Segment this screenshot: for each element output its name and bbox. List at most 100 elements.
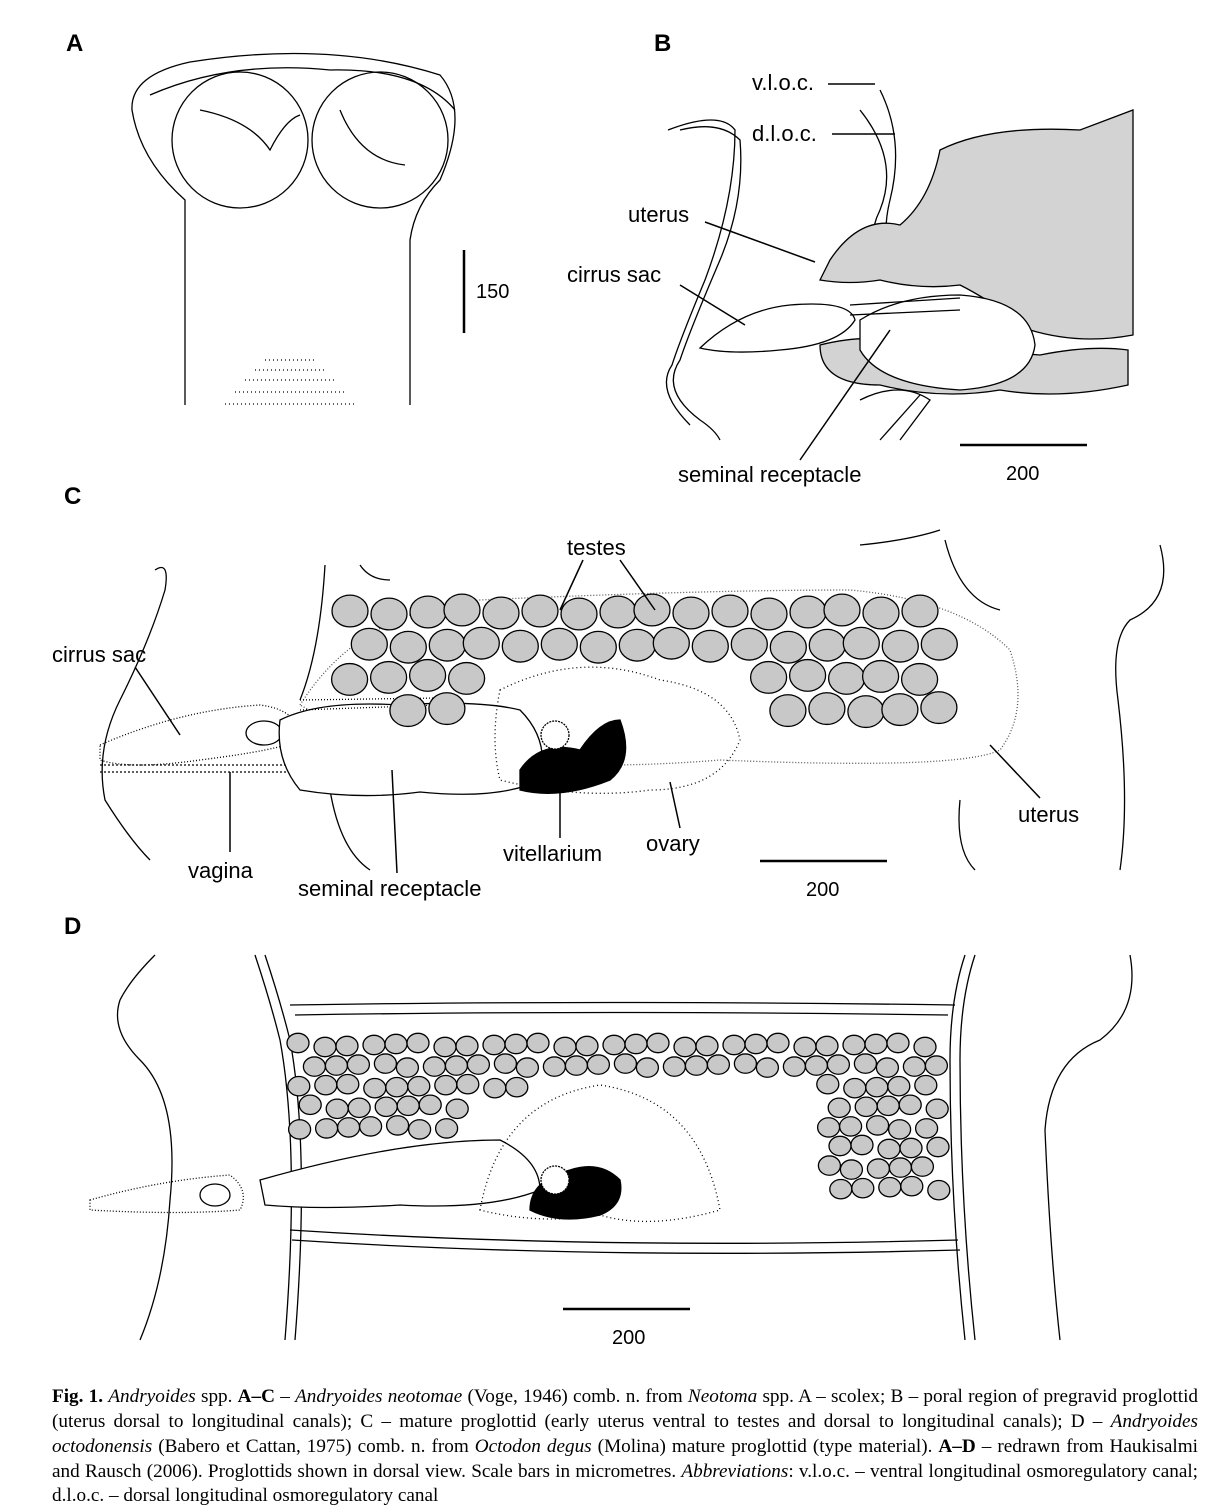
label-seminal-receptacle-b: seminal receptacle: [678, 462, 862, 487]
testis: [369, 660, 408, 694]
caption-genus: Andryoides: [108, 1386, 196, 1408]
testis: [389, 630, 427, 664]
testis: [370, 597, 408, 631]
testis: [586, 1054, 611, 1075]
testis: [829, 1178, 853, 1200]
testis: [336, 1117, 361, 1138]
testis: [336, 1073, 360, 1095]
testis: [899, 1137, 923, 1159]
testis: [428, 692, 466, 726]
testis: [910, 1156, 935, 1177]
testis: [839, 1159, 864, 1180]
testis: [314, 1074, 338, 1096]
testis: [695, 1035, 719, 1057]
testis: [842, 626, 880, 660]
testis: [876, 1095, 900, 1117]
caption-text: spp.: [195, 1386, 238, 1408]
testis: [853, 1053, 878, 1074]
testis: [428, 628, 466, 662]
testis: [925, 1098, 949, 1120]
testis: [888, 1157, 913, 1178]
panel-label-c: C: [64, 483, 82, 510]
testis: [302, 1056, 327, 1077]
label-dloc: d.l.o.c.: [752, 121, 817, 146]
testis: [843, 1077, 867, 1099]
testis: [374, 1096, 398, 1118]
testis: [526, 1032, 550, 1054]
panel-b-leader-lines: [679, 83, 895, 461]
caption-host: Octodon degus: [474, 1435, 592, 1457]
scale-label-c: 200: [806, 879, 840, 901]
caption-bold: A–C: [237, 1386, 275, 1408]
testis: [395, 1057, 420, 1078]
testis: [482, 596, 520, 630]
label-vitellarium: vitellarium: [503, 841, 603, 866]
testis: [816, 1073, 840, 1095]
testis: [483, 1077, 507, 1099]
testis: [434, 1118, 459, 1139]
testis: [827, 1097, 851, 1119]
label-uterus-b: uterus: [628, 202, 690, 227]
mature-proglottid-d-drawing: [89, 954, 1133, 1341]
testis: [564, 1055, 589, 1076]
testis: [635, 1057, 660, 1078]
caption-text: –: [274, 1386, 296, 1408]
caption-species: Andryoides octodonensis: [52, 1410, 1198, 1457]
scolex-drawing: [131, 52, 456, 405]
testis: [711, 594, 749, 628]
testis: [287, 1119, 312, 1140]
testis: [823, 593, 861, 627]
testis: [900, 1175, 924, 1197]
testis: [898, 1094, 922, 1116]
testis: [389, 694, 427, 728]
testis: [850, 1134, 874, 1156]
testis: [808, 628, 846, 662]
testis: [447, 661, 486, 695]
testis: [331, 594, 369, 628]
testis: [842, 1034, 866, 1056]
testis: [861, 659, 900, 693]
testis: [396, 1095, 420, 1117]
caption-text: (Voge, 1946) comb. n. from: [462, 1386, 688, 1408]
testis: [501, 629, 539, 663]
testis: [828, 1135, 852, 1157]
testis: [804, 1055, 829, 1076]
testis: [599, 595, 637, 629]
testis: [902, 1056, 927, 1077]
panel-c-leader-lines: [134, 559, 1041, 874]
testis: [769, 694, 807, 728]
testis: [652, 626, 690, 660]
testis: [847, 695, 885, 729]
testis: [827, 661, 866, 695]
testis: [815, 1035, 839, 1057]
testis: [878, 1176, 902, 1198]
testis: [816, 1117, 841, 1138]
testes-group-c: [330, 593, 958, 729]
testis: [864, 1033, 888, 1055]
testis: [385, 1076, 409, 1098]
testis: [691, 629, 729, 663]
scale-label-a: 150: [476, 281, 510, 303]
testis: [782, 1056, 807, 1077]
testis: [407, 1119, 432, 1140]
testis: [373, 1053, 398, 1074]
testis: [466, 1054, 491, 1075]
testis: [325, 1098, 349, 1120]
panel-label-b: B: [654, 30, 672, 57]
testis: [722, 1034, 746, 1056]
testis: [900, 662, 939, 696]
testis: [766, 1032, 790, 1054]
testis: [901, 594, 939, 628]
testis: [505, 1076, 529, 1098]
testis: [817, 1155, 842, 1176]
testis: [358, 1116, 383, 1137]
figure-caption: Fig. 1. Andryoides spp. A–C – Andryoides…: [52, 1385, 1198, 1509]
testis: [755, 1057, 780, 1078]
caption-bold: A–D: [938, 1435, 976, 1457]
label-vloc: v.l.o.c.: [752, 70, 814, 95]
label-vagina: vagina: [188, 858, 253, 883]
testis: [886, 1032, 910, 1054]
testis: [521, 594, 559, 628]
testis: [482, 1034, 506, 1056]
testis: [579, 630, 617, 664]
